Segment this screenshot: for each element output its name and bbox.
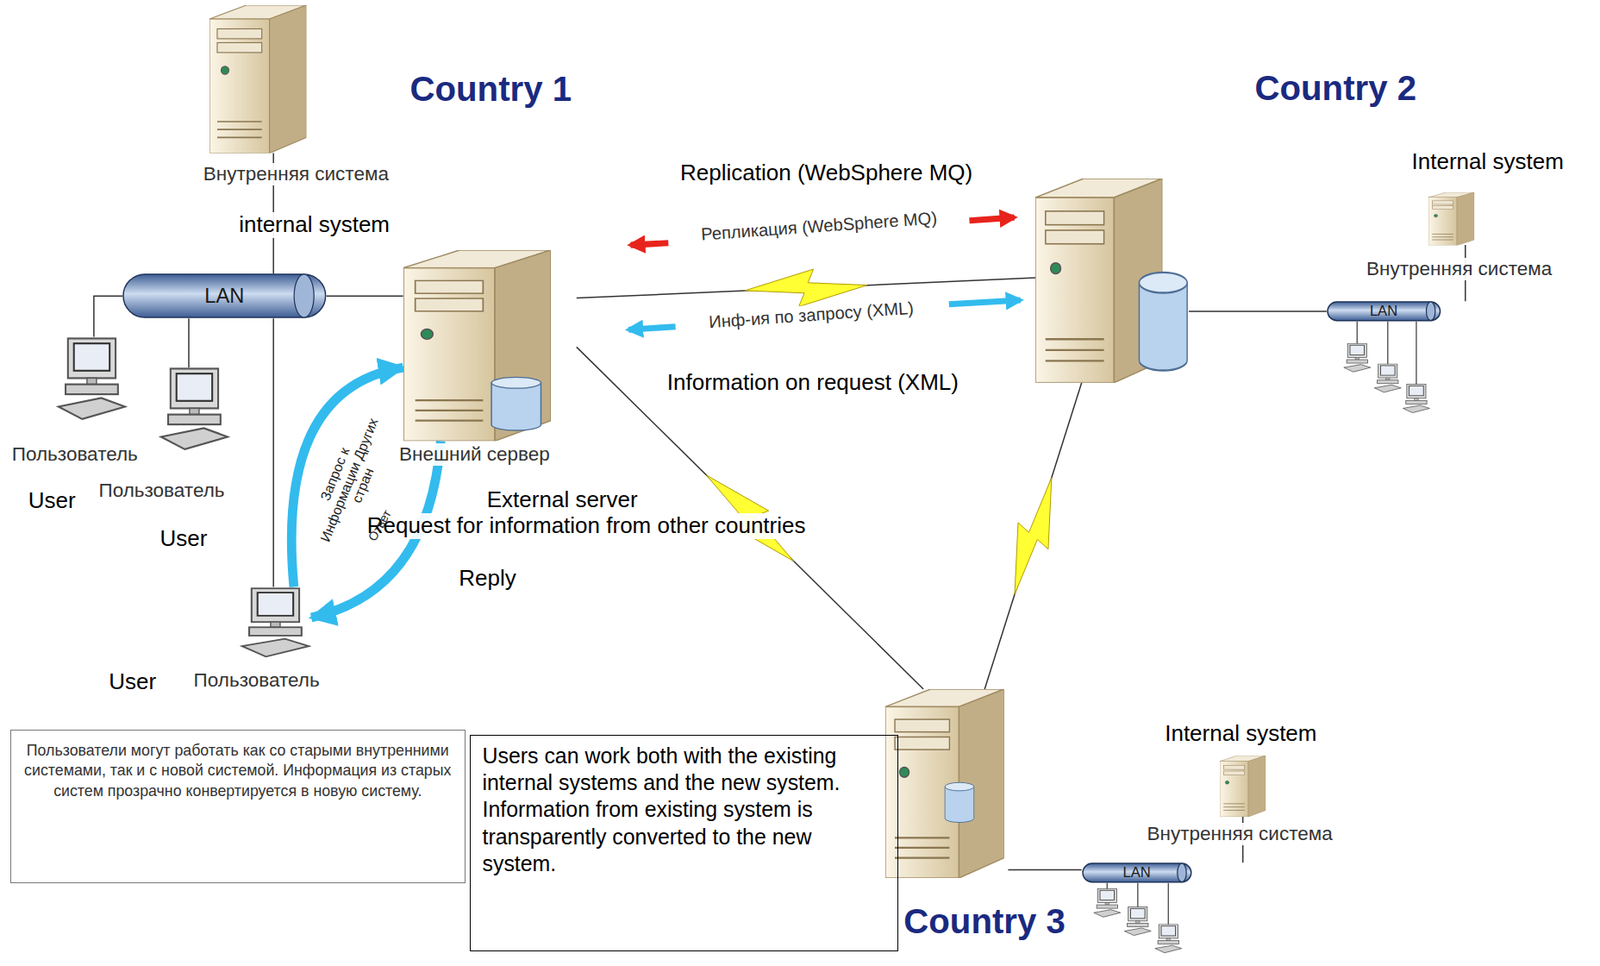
system-label: Внутренняя система bbox=[1145, 822, 1335, 845]
system-label: internal system bbox=[237, 212, 392, 238]
user-pc: ПользовательUser bbox=[158, 367, 231, 455]
system-label: Внутренняя система bbox=[201, 162, 391, 186]
workstations bbox=[1093, 343, 1431, 952]
note-text: Users can work both with the existing in… bbox=[482, 742, 886, 877]
connector bbox=[984, 382, 1082, 689]
internal-server: Internal systemВнутренняя система bbox=[1219, 755, 1266, 817]
country-title: Country 3 bbox=[901, 901, 1068, 942]
note-text: Пользователи могут работать как со стары… bbox=[23, 740, 453, 800]
pc-icon bbox=[56, 337, 128, 425]
link-line bbox=[93, 295, 123, 337]
country-title: Country 1 bbox=[408, 69, 575, 110]
lan-wires bbox=[1106, 321, 1417, 926]
server-label: Внешний сервер bbox=[397, 443, 552, 466]
link-line bbox=[272, 318, 275, 587]
lan-bus: LAN bbox=[122, 273, 327, 319]
user-pc: ПользовательUser bbox=[239, 587, 312, 661]
note-box: Users can work both with the existing in… bbox=[469, 734, 899, 951]
user-label: Пользователь bbox=[10, 443, 140, 466]
srv-icon bbox=[1035, 178, 1189, 383]
link-line bbox=[187, 318, 190, 368]
lan-bus: LAN bbox=[1326, 300, 1442, 322]
lan-label: LAN bbox=[1368, 302, 1400, 319]
flow-label: Инф-ия по запросу (XML) bbox=[706, 298, 916, 333]
external-server: Country 2 bbox=[1035, 178, 1189, 383]
flow-label: Request for information from other count… bbox=[365, 512, 808, 539]
flow-label: Replication (WebSphere MQ) bbox=[678, 160, 975, 187]
srv-icon bbox=[403, 250, 577, 441]
system-label: Internal system bbox=[1410, 149, 1566, 175]
lan-label: LAN bbox=[1120, 863, 1152, 881]
connector bbox=[576, 268, 1037, 307]
internal-server: Внутренняя системаinternal system bbox=[209, 5, 307, 154]
country-title: Country 2 bbox=[1252, 68, 1419, 109]
note-box: Пользователи могут работать как со стары… bbox=[10, 729, 466, 883]
user-label: User bbox=[158, 525, 210, 552]
srv-icon bbox=[1219, 755, 1266, 817]
lan-bus: LAN bbox=[1081, 862, 1193, 883]
lightning-bolt bbox=[744, 268, 868, 307]
internal-server: Internal systemВнутренняя система bbox=[1428, 192, 1475, 246]
external-server: Внешний серверExternal server bbox=[403, 250, 577, 441]
user-label: Пользователь bbox=[97, 479, 227, 502]
user-label: User bbox=[26, 487, 78, 514]
srv-icon bbox=[885, 688, 1008, 878]
connector bbox=[273, 318, 275, 587]
flow-label: Reply bbox=[456, 565, 518, 592]
link-line bbox=[326, 295, 404, 298]
link-line bbox=[1007, 868, 1082, 871]
connector bbox=[1007, 868, 1082, 870]
system-label: Внутренняя система bbox=[1364, 257, 1554, 281]
user-label: Пользователь bbox=[192, 668, 322, 692]
system-label: Internal system bbox=[1162, 720, 1319, 747]
connector bbox=[188, 318, 190, 368]
user-pc: ПользовательUser bbox=[56, 337, 128, 425]
connector bbox=[1188, 311, 1327, 313]
server-label: External server bbox=[485, 487, 640, 513]
connector bbox=[326, 295, 404, 297]
external-server: Country 3 bbox=[885, 688, 1008, 878]
pc-icon bbox=[239, 587, 312, 661]
srv-icon bbox=[1428, 192, 1475, 246]
connector bbox=[93, 295, 123, 337]
link-line bbox=[1188, 310, 1327, 313]
request-arc bbox=[291, 367, 403, 587]
user-label: User bbox=[106, 668, 158, 695]
pc-icon bbox=[158, 367, 231, 455]
connector bbox=[291, 367, 403, 587]
lightning-bolt bbox=[1014, 477, 1052, 594]
link-line bbox=[984, 382, 1082, 689]
flow-label: Репликация (WebSphere MQ) bbox=[699, 208, 940, 245]
srv-icon bbox=[209, 5, 307, 154]
lan-label: LAN bbox=[202, 284, 246, 308]
flow-label: Information on request (XML) bbox=[665, 369, 961, 396]
